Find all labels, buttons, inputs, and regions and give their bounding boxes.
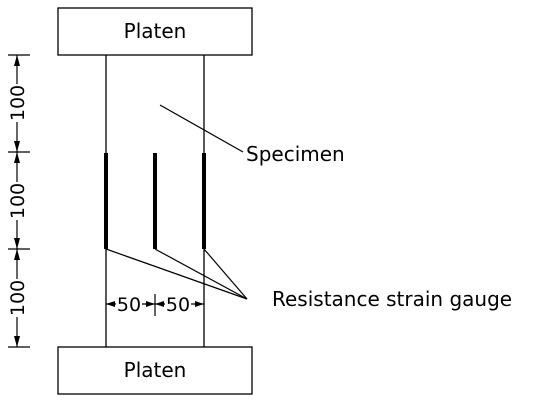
specimen-callout: Specimen bbox=[159, 104, 345, 166]
gauge-label: Resistance strain gauge bbox=[272, 287, 512, 311]
gauge-callout: Resistance strain gauge bbox=[105, 248, 512, 311]
specimen-leader-line bbox=[159, 104, 244, 153]
dim-horizontal-1: 50 bbox=[117, 294, 141, 316]
strain-gauges bbox=[104, 153, 206, 249]
dim-horizontal-2: 50 bbox=[166, 294, 190, 316]
bottom-platen: Platen bbox=[57, 346, 253, 395]
horizontal-dimension: 50 50 bbox=[106, 293, 204, 316]
gauge-leader-middle bbox=[154, 248, 248, 300]
vertical-dimension: 100 100 100 bbox=[7, 54, 30, 348]
top-platen: Platen bbox=[57, 7, 253, 56]
dim-vertical-2: 100 bbox=[7, 183, 29, 219]
top-platen-label: Platen bbox=[124, 19, 187, 43]
bottom-platen-label: Platen bbox=[124, 358, 187, 382]
gauge-leader-left bbox=[105, 248, 248, 300]
specimen-label: Specimen bbox=[246, 142, 345, 166]
gauge-leader-right bbox=[203, 248, 248, 300]
dim-vertical-1: 100 bbox=[7, 85, 29, 121]
dim-vertical-3: 100 bbox=[7, 280, 29, 316]
